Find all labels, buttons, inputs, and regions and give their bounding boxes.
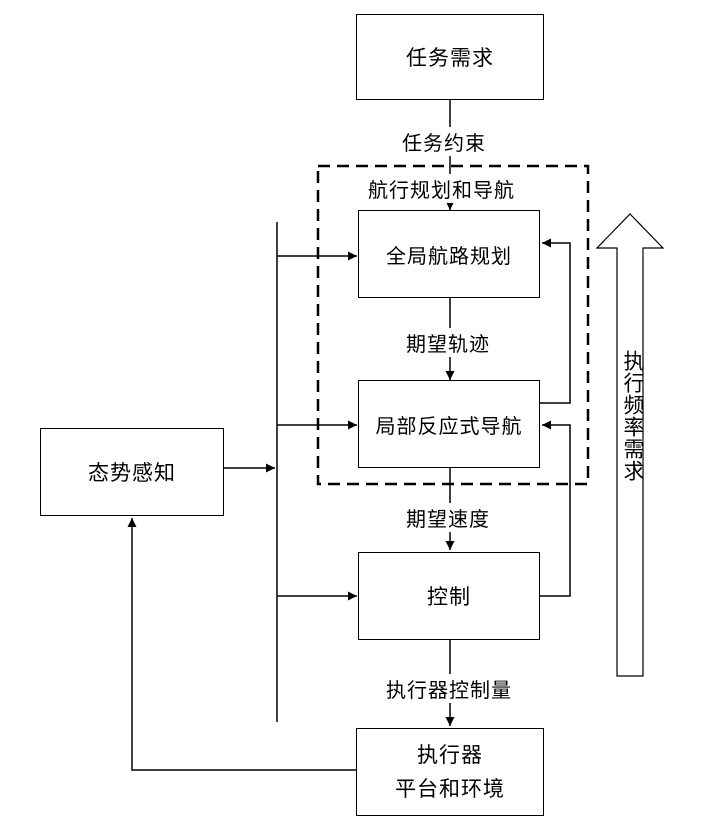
- control-text: 控制: [427, 585, 471, 609]
- expected-velocity-label: 期望速度: [404, 503, 492, 532]
- planning-navigation-group-border: [316, 164, 590, 486]
- group-title: 航行规划和导航: [366, 174, 517, 203]
- actuator-platform-box: 执行器 平台和环境: [356, 728, 544, 816]
- task-constraint-label: 任务约束: [400, 127, 488, 156]
- control-box: 控制: [358, 552, 540, 640]
- actuator-control-label: 执行器控制量: [384, 674, 514, 703]
- platform-environment-text: 平台和环境: [395, 777, 505, 801]
- feedback-local-to-global: [540, 238, 571, 404]
- actuator-text: 执行器: [417, 743, 483, 767]
- situation-awareness-text: 态势感知: [88, 461, 176, 485]
- local-navigation-box: 局部反应式导航: [358, 380, 540, 468]
- global-planning-box: 全局航路规划: [358, 210, 540, 298]
- local-navigation-text: 局部反应式导航: [375, 413, 523, 438]
- feedback-actuator-to-awareness: [127, 518, 358, 771]
- situation-awareness-box: 态势感知: [40, 428, 224, 516]
- expected-trajectory-label: 期望轨迹: [404, 328, 492, 357]
- execution-frequency-arrow: [595, 213, 665, 677]
- task-requirement-box: 任务需求: [356, 14, 544, 100]
- execution-frequency-label: 执行频率需求: [621, 350, 645, 482]
- feedback-control-to-local: [540, 420, 571, 597]
- global-planning-text: 全局航路规划: [386, 243, 512, 268]
- task-requirement-text: 任务需求: [406, 46, 494, 70]
